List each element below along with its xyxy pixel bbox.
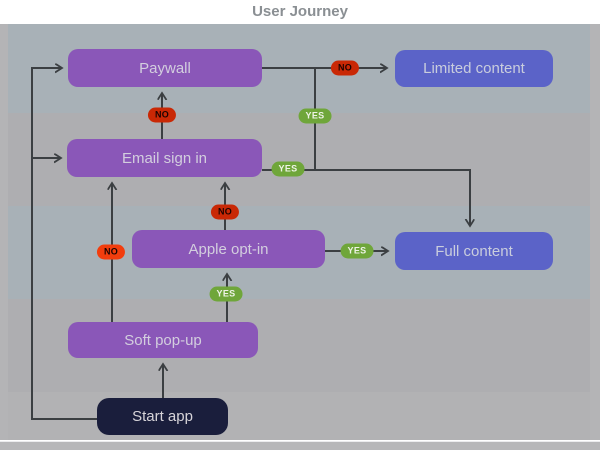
badge-no-soft-email: NO <box>96 244 126 260</box>
node-paywall: Paywall <box>68 49 262 87</box>
badge-yes-apple-full: YES <box>340 243 374 259</box>
badge-no-email-paywall: NO <box>147 107 177 123</box>
diagram-bottom-margin <box>0 441 600 450</box>
node-limited-content: Limited content <box>395 50 553 87</box>
badge-yes-soft-apple: YES <box>209 286 243 302</box>
node-apple-opt-in-label: Apple opt-in <box>188 240 269 258</box>
node-paywall-label: Paywall <box>139 59 191 77</box>
node-apple-opt-in: Apple opt-in <box>132 230 325 268</box>
badge-yes-email-full: YES <box>271 161 305 177</box>
node-start-app-label: Start app <box>132 408 193 425</box>
edge-start-paywall <box>31 68 97 420</box>
node-soft-pop-up: Soft pop-up <box>68 322 258 358</box>
diagram-title: User Journey <box>252 3 348 20</box>
node-full-content: Full content <box>395 232 553 270</box>
badge-no-apple-email: NO <box>210 204 240 220</box>
node-full-content-label: Full content <box>435 242 513 260</box>
node-start-app: Start app <box>97 398 228 435</box>
node-soft-pop-up-label: Soft pop-up <box>124 331 202 349</box>
edge-email-full <box>262 169 470 225</box>
node-email-sign-in-label: Email sign in <box>121 149 208 167</box>
node-email-sign-in: Email sign in <box>67 139 262 177</box>
badge-yes-paywall-full: YES <box>298 108 332 124</box>
badge-no-paywall-limited: NO <box>330 60 360 76</box>
node-limited-content-label: Limited content <box>423 60 525 77</box>
